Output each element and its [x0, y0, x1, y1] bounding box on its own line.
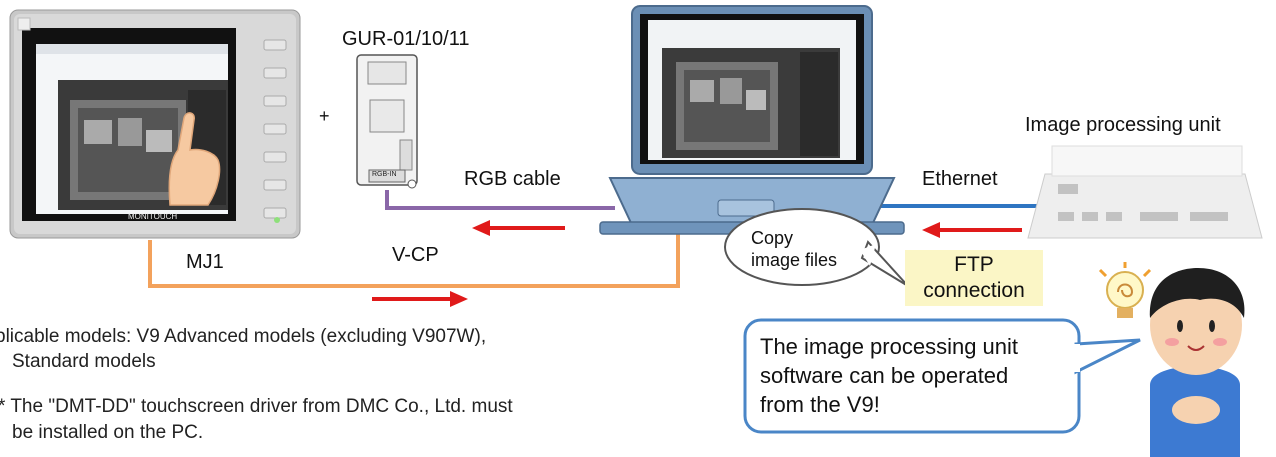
arrow-ftp [922, 222, 1022, 238]
v9-touch-panel [9, 9, 301, 239]
callout-line1: The image processing unit [760, 334, 1019, 359]
vcp-cable [148, 232, 680, 288]
laptop-pc [599, 5, 905, 235]
vcp-label: V-CP [392, 244, 439, 266]
copy-bubble-line1: Copy [751, 228, 794, 248]
callout-line2: software can be operated [760, 363, 1009, 388]
monitouch-brand-label: MONITOUCH [128, 212, 178, 221]
callout-line3: from the V9! [760, 392, 880, 417]
callout-text: The image processing unit software can b… [760, 332, 1018, 419]
gur-adapter [356, 54, 418, 189]
rgb-in-port-label: RGB-IN [372, 171, 397, 178]
adapter-model-label: GUR-01/10/11 [342, 28, 470, 50]
arrow-rgb [472, 220, 565, 236]
copy-bubble-line2: image files [751, 250, 838, 270]
callout-box [743, 318, 1141, 434]
rgb-cable [385, 190, 615, 210]
applicable-models-line2: Standard models [12, 351, 156, 372]
applicable-models-line1: plicable models: V9 Advanced models (exc… [0, 326, 487, 347]
image-processing-unit-label: Image processing unit [1025, 114, 1221, 136]
person-illustration [1149, 268, 1245, 457]
driver-note-line1: * The "DMT-DD" touchscreen driver from D… [0, 396, 513, 417]
lightbulb-icon [1098, 262, 1152, 318]
mj1-label: MJ1 [186, 251, 224, 273]
ethernet-label: Ethernet [922, 168, 998, 190]
arrow-vcp [372, 291, 468, 307]
ftp-connection-label: FTP connection [905, 250, 1043, 306]
copy-speech-bubble [724, 208, 909, 287]
rgb-cable-label: RGB cable [464, 168, 561, 190]
image-processing-unit [1027, 145, 1263, 239]
ftp-line2: connection [923, 279, 1025, 302]
driver-note-line2: be installed on the PC. [12, 422, 204, 443]
plus-label: + [319, 106, 330, 126]
ftp-line1: FTP [954, 253, 994, 276]
